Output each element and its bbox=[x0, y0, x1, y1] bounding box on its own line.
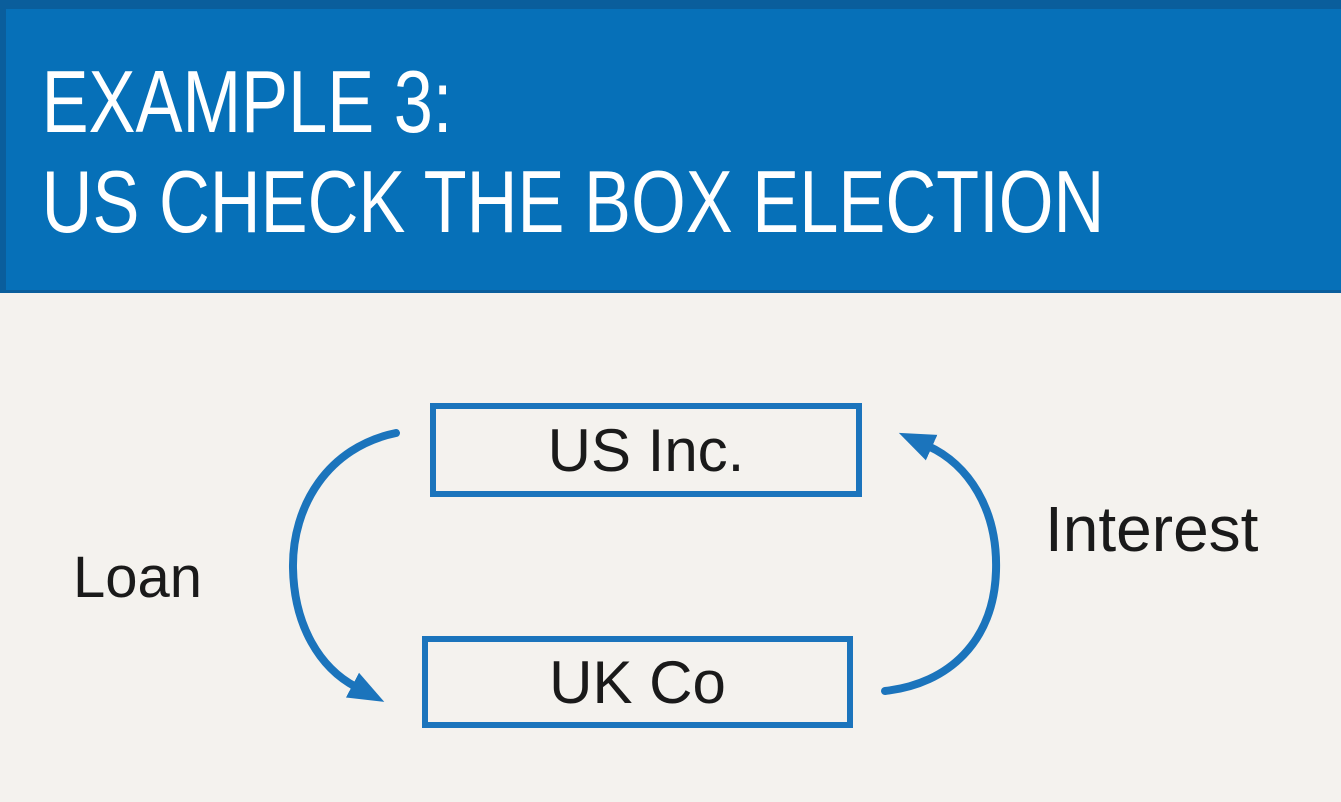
title-line-1: EXAMPLE 3: bbox=[41, 52, 453, 151]
node-uk-co-label: UK Co bbox=[549, 648, 726, 716]
loan-arrow-icon bbox=[288, 429, 400, 702]
node-us-inc-label: US Inc. bbox=[547, 416, 745, 484]
slide-title: EXAMPLE 3: US CHECK THE BOX ELECTION bbox=[0, 0, 1105, 252]
node-us-inc: US Inc. bbox=[430, 403, 862, 497]
loan-edge-label: Loan bbox=[73, 545, 203, 610]
interest-arrow-icon bbox=[881, 432, 1001, 695]
node-uk-co: UK Co bbox=[422, 636, 853, 728]
title-line-2: US CHECK THE BOX ELECTION bbox=[41, 152, 1105, 251]
interest-edge-label: Interest bbox=[1045, 493, 1259, 565]
header-banner: EXAMPLE 3: US CHECK THE BOX ELECTION bbox=[0, 0, 1341, 293]
